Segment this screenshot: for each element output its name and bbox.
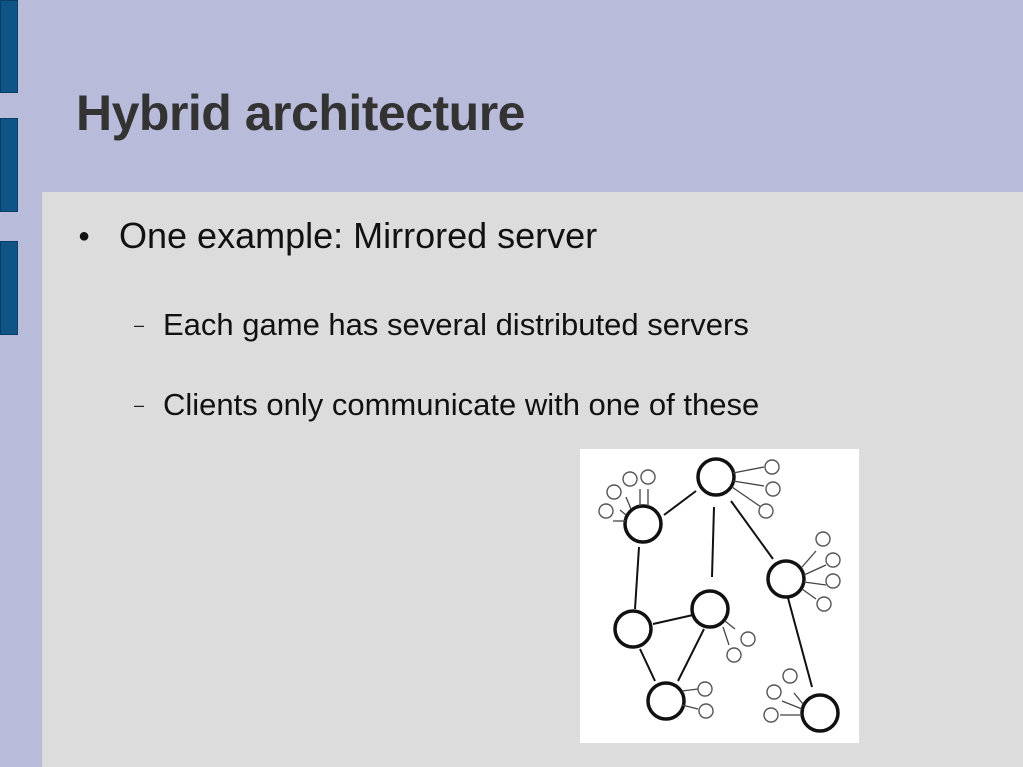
- sub-bullet-text: Each game has several distributed server…: [163, 307, 749, 342]
- server-node: [613, 609, 653, 649]
- client-node: [825, 573, 841, 589]
- side-decoration-tab: [0, 118, 18, 212]
- client-node: [765, 481, 781, 497]
- client-node: [763, 707, 779, 723]
- server-node: [646, 681, 686, 721]
- bullet-item: ● One example: Mirrored server: [78, 214, 597, 258]
- client-node: [825, 552, 841, 568]
- bullet-dot-icon: ●: [78, 225, 91, 247]
- side-decoration-tab: [0, 0, 18, 93]
- server-network-diagram: [580, 449, 859, 743]
- client-node: [606, 484, 622, 500]
- server-node: [690, 589, 730, 629]
- client-node: [766, 684, 782, 700]
- server-node: [623, 504, 663, 544]
- network-graph-icon: [598, 457, 841, 733]
- client-node: [740, 631, 756, 647]
- slide-title: Hybrid architecture: [76, 85, 525, 141]
- server-node: [696, 457, 736, 497]
- client-node: [598, 503, 614, 519]
- client-node: [758, 503, 774, 519]
- dash-icon: –: [134, 395, 145, 415]
- server-node: [766, 559, 806, 599]
- sub-bullet-text: Clients only communicate with one of the…: [163, 387, 760, 422]
- sub-bullet-item: – Each game has several distributed serv…: [134, 306, 749, 344]
- server-node: [800, 693, 840, 733]
- client-node: [782, 668, 798, 684]
- client-node: [697, 681, 713, 697]
- client-node: [698, 703, 714, 719]
- client-node: [726, 647, 742, 663]
- client-node: [622, 471, 638, 487]
- client-node: [816, 596, 832, 612]
- bullet-text: One example: Mirrored server: [119, 215, 598, 256]
- client-node: [640, 469, 656, 485]
- content-panel: [42, 192, 1023, 767]
- client-node: [815, 531, 831, 547]
- sub-bullet-item: – Clients only communicate with one of t…: [134, 386, 759, 424]
- side-decoration-tab: [0, 241, 18, 335]
- client-node: [764, 459, 780, 475]
- dash-icon: –: [134, 315, 145, 335]
